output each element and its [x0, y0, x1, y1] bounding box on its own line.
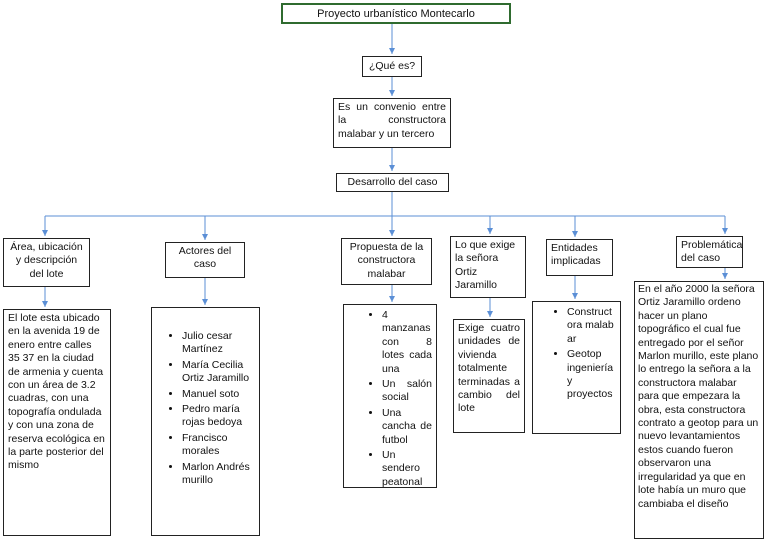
entities-list: Constructora malabar Geotop ingeniería y…: [537, 306, 616, 402]
detail-text: En el año 2000 la señora Ortiz Jaramillo…: [638, 283, 759, 510]
branch-heading-text: Actores del caso: [178, 245, 232, 271]
branch-heading-actors: Actores del caso: [165, 242, 245, 278]
list-item: Pedro maría rojas bedoya: [182, 403, 255, 430]
detail-demand: Exige cuatro unidades de vivienda totalm…: [453, 319, 525, 433]
list-item: Constructora malabar: [567, 306, 616, 346]
branch-heading-text: Área, ubicación y descripción del lote: [10, 241, 83, 280]
detail-entities-list: Constructora malabar Geotop ingeniería y…: [532, 301, 621, 434]
detail-text: Exige cuatro unidades de vivienda totalm…: [458, 322, 520, 415]
branch-heading-text: Propuesta de la constructora malabar: [349, 241, 424, 280]
list-item: Julio cesar Martínez: [182, 330, 255, 357]
question-box: ¿Qué es?: [362, 56, 422, 77]
list-item: Manuel soto: [182, 388, 255, 401]
list-item: 4 manzanas con 8 lotes cada una: [382, 309, 432, 376]
actors-list: Julio cesar Martínez María Cecilia Ortiz…: [156, 330, 255, 487]
definition-box: Es un convenio entre la constructora mal…: [333, 98, 451, 148]
list-item: María Cecilia Ortiz Jaramillo: [182, 359, 255, 386]
development-box: Desarrollo del caso: [336, 173, 449, 192]
branch-heading-proposal: Propuesta de la constructora malabar: [341, 238, 432, 285]
detail-text: El lote esta ubicado en la avenida 19 de…: [8, 312, 105, 472]
question-text: ¿Qué es?: [368, 60, 416, 72]
list-item: Un sendero peatonal: [382, 449, 432, 489]
development-text: Desarrollo del caso: [347, 176, 438, 188]
list-item: Francisco morales: [182, 432, 255, 459]
definition-text: Es un convenio entre la constructora mal…: [338, 101, 446, 140]
detail-actors-list: Julio cesar Martínez María Cecilia Ortiz…: [151, 307, 260, 536]
detail-problem: En el año 2000 la señora Ortiz Jaramillo…: [634, 281, 764, 539]
title-box: Proyecto urbanístico Montecarlo: [281, 3, 511, 24]
detail-area-description: El lote esta ubicado en la avenida 19 de…: [3, 309, 111, 536]
list-item: Una cancha de futbol: [382, 407, 432, 447]
title-text: Proyecto urbanístico Montecarlo: [317, 8, 475, 20]
branch-heading-demand: Lo que exige la señora Ortiz Jaramillo: [450, 236, 526, 298]
branch-heading-text: Entidades implicadas: [551, 242, 601, 268]
proposal-list: 4 manzanas con 8 lotes cada una Un salón…: [348, 309, 432, 489]
branch-heading-text: Problemática del caso: [681, 239, 743, 265]
branch-heading-text: Lo que exige la señora Ortiz Jaramillo: [455, 239, 516, 292]
list-item: Marlon Andrés murillo: [182, 461, 255, 488]
list-item: Un salón social: [382, 378, 432, 405]
branch-heading-area: Área, ubicación y descripción del lote: [3, 238, 90, 287]
list-item: Geotop ingeniería y proyectos: [567, 348, 616, 402]
branch-heading-entities: Entidades implicadas: [546, 239, 613, 276]
branch-heading-problem: Problemática del caso: [676, 236, 743, 268]
detail-proposal-list: 4 manzanas con 8 lotes cada una Un salón…: [343, 304, 437, 488]
